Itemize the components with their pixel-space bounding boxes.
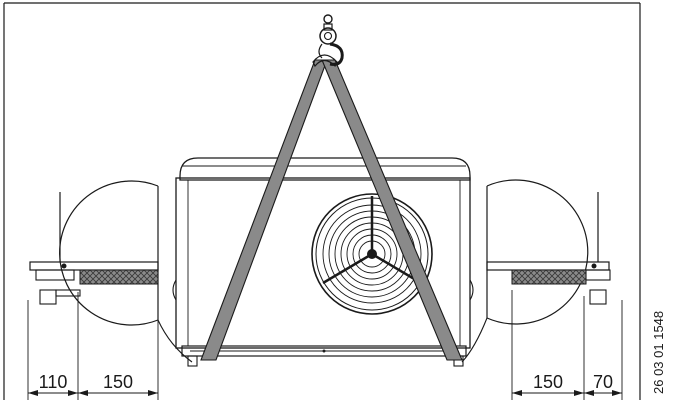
lifting-strap-right [321, 59, 463, 361]
frame [3, 2, 641, 400]
detail-left [27, 180, 193, 400]
dimension-label-left-inner: 150 [103, 372, 133, 392]
dimension-label-right-outer: 70 [593, 372, 613, 392]
heat-pump-unit [172, 157, 474, 367]
detail-right [461, 179, 623, 400]
document-id: 26 03 01 1548 [651, 311, 666, 394]
support-pad-right [511, 269, 587, 285]
dimension-label-left-outer: 110 [39, 372, 68, 392]
lifting-strap-left [200, 59, 328, 361]
dimension-lines [28, 390, 622, 396]
dimension-label-right-inner: 150 [533, 372, 563, 392]
lifting-hook-icon [318, 14, 344, 66]
support-pad-left [79, 269, 159, 285]
